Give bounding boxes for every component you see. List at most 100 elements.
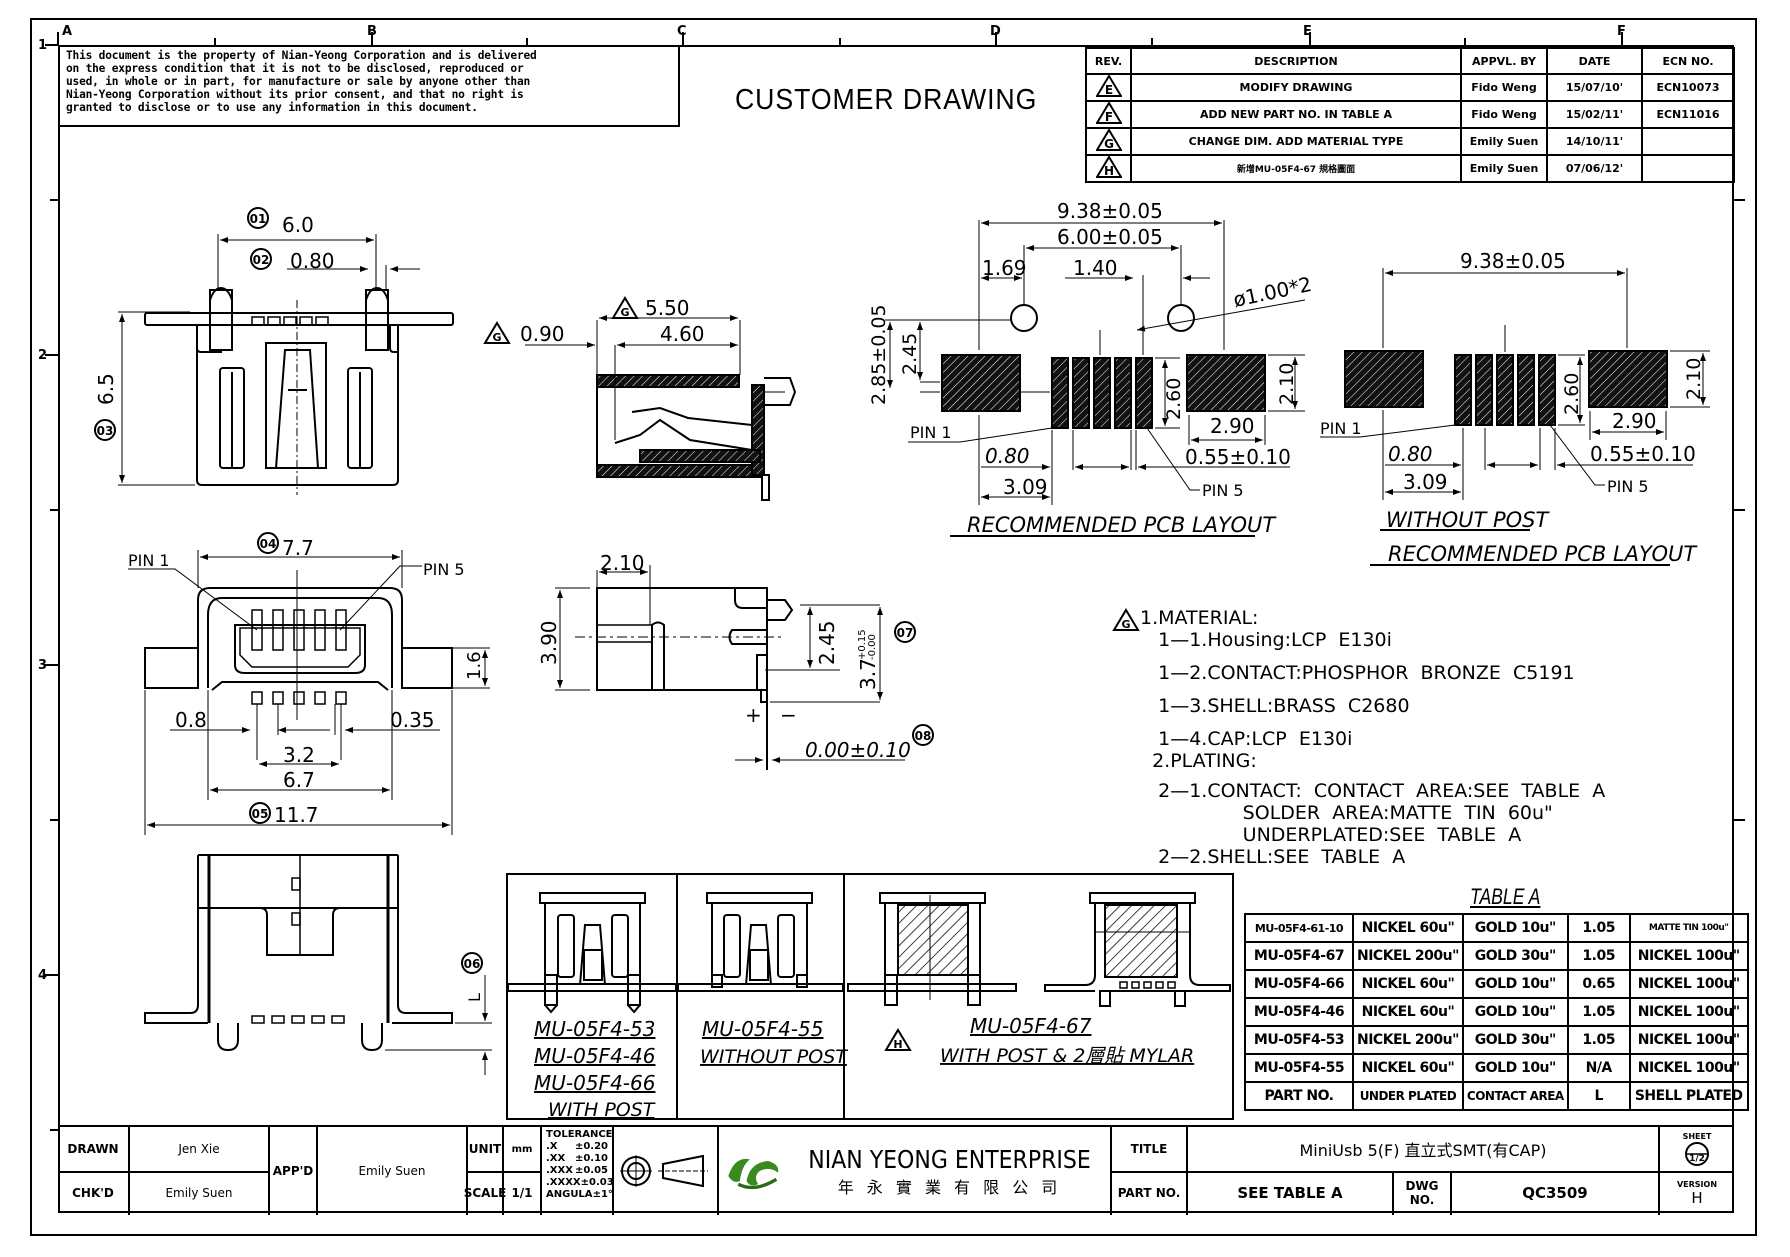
side-view-labels: 2.10 3.90 2.45 3.7 +0.15 -0.00 07 + − 0.… xyxy=(537,551,934,762)
dim-3-2: 3.2 xyxy=(283,743,315,767)
note-line: SOLDER AREA:MATTE TIN 60u" xyxy=(1140,802,1553,824)
tol-key: ANGULA xyxy=(546,1189,593,1200)
disclaimer-notice: This document is the property of Nian-Ye… xyxy=(60,47,680,127)
sheet-cell: SHEET 1/2 xyxy=(1660,1127,1734,1171)
pcb-pin-pad xyxy=(1114,357,1132,429)
balloon-07-text: 07 xyxy=(897,626,914,640)
dim-9-38: 9.38±0.05 xyxy=(1057,199,1163,223)
revision-row: H 新增MU-05F4-67 規格圖面 Emily Suen 07/06/12' xyxy=(1085,154,1735,183)
dim-3-09: 3.09 xyxy=(1003,475,1048,499)
tol-key: .XX xyxy=(546,1153,566,1164)
revision-date: 15/07/10' xyxy=(1546,73,1643,102)
dim-2-45: 2.45 xyxy=(815,620,839,665)
balloon-01 xyxy=(247,207,269,229)
note-line: 2.PLATING: xyxy=(1140,750,1257,772)
company-name-zh: 年 永 實 業 有 限 公 司 xyxy=(837,1177,1062,1197)
revision-approver: Emily Suen xyxy=(1460,154,1548,183)
variants-labels: MU-05F4-53 MU-05F4-46 MU-05F4-66 WITH PO… xyxy=(534,1014,1194,1121)
pcb-pin-pad xyxy=(1517,354,1535,426)
dwg-no-label: DWG NO. xyxy=(1394,1171,1452,1215)
dim-3-7: 3.7 xyxy=(856,658,880,690)
grid-row-1: 1 xyxy=(38,38,48,53)
pcb-pad-right xyxy=(1588,350,1668,408)
table-a-cell: NICKEL 60u" xyxy=(1352,913,1464,943)
balloon-04-text: 04 xyxy=(260,537,277,551)
dim-11-7: 11.7 xyxy=(274,803,319,827)
dim-1-69: 1.69 xyxy=(982,256,1027,280)
drawn-by: Jen Xie xyxy=(130,1127,270,1171)
revision-header-row: REV. DESCRIPTION APPVL. BY DATE ECN NO. xyxy=(1085,47,1735,75)
pin-5-label: PIN 5 xyxy=(1202,481,1244,500)
title-block: DRAWN CHK'D Jen Xie Emily Suen APP'D Emi… xyxy=(58,1125,1734,1215)
variant-part-no: MU-05F4-53 xyxy=(534,1017,655,1041)
table-a-cell: NICKEL 200u" xyxy=(1352,1025,1464,1055)
bottom-view xyxy=(144,854,492,1075)
dim-L: L xyxy=(465,993,484,1002)
dim-0-8: 0.8 xyxy=(175,708,207,732)
table-a-cell: NICKEL 60u" xyxy=(1352,1053,1464,1083)
top-view xyxy=(118,234,454,495)
note-line: 1—3.SHELL:BRASS C2680 xyxy=(1140,695,1410,717)
dim-0-80: 0.80 xyxy=(985,444,1030,468)
table-a-cell: MU-05F4-53 xyxy=(1244,1025,1354,1055)
plus-sign: + xyxy=(745,703,762,727)
balloon-03 xyxy=(94,419,116,441)
balloon-04 xyxy=(257,532,279,554)
tol-lower: -0.00 xyxy=(867,634,878,660)
table-a-cell: 1.05 xyxy=(1566,941,1631,971)
note-line: 1.MATERIAL: xyxy=(1140,607,1259,629)
tol-key: .XXX xyxy=(546,1165,573,1176)
top-view-labels: 01 6.0 02 0.80 6.5 03 xyxy=(94,207,335,441)
grid-col-a: A xyxy=(62,24,73,39)
note-line: 1—1.Housing:LCP E130i xyxy=(1140,629,1392,651)
version-label: VERSION xyxy=(1676,1179,1718,1189)
rev-mark-text: G xyxy=(1121,618,1130,631)
checked-by: Emily Suen xyxy=(130,1171,270,1215)
tol-key: .X xyxy=(546,1141,558,1152)
table-a-cell: GOLD 30u" xyxy=(1461,1025,1569,1055)
rev-header: REV. xyxy=(1085,47,1132,75)
dim-0-80: 0.80 xyxy=(1388,442,1433,466)
drawing-title: CUSTOMER DRAWING xyxy=(735,84,1038,116)
balloon-08-text: 08 xyxy=(915,729,932,743)
dim-0-55: 0.55±0.10 xyxy=(1185,445,1291,469)
table-a-cell: NICKEL 200u" xyxy=(1352,941,1464,971)
revision-approver: Fido Weng xyxy=(1460,100,1548,129)
table-a-cell: GOLD 10u" xyxy=(1461,969,1569,999)
tol-value: ±0.10 xyxy=(574,1153,608,1164)
dim-1-40: 1.40 xyxy=(1073,256,1118,280)
rev-mark-text: H xyxy=(893,1038,902,1051)
grid-col-c: C xyxy=(677,24,687,39)
rev-triangle-icon: F xyxy=(1085,100,1132,129)
disclaimer-line: granted to disclose or to use any inform… xyxy=(66,101,478,114)
tolerance-block: TOLERANCE .X±0.20 .XX±0.10 .XXX±0.05 .XX… xyxy=(542,1127,614,1215)
pin-1-label: PIN 1 xyxy=(1320,419,1362,438)
pcb-pad-left xyxy=(941,354,1021,412)
dim-3-90: 3.90 xyxy=(537,620,561,665)
table-a-cell: 1.05 xyxy=(1566,913,1631,943)
dim-3-09: 3.09 xyxy=(1403,470,1448,494)
scale-value: 1/1 xyxy=(504,1171,542,1215)
grid-col-b: B xyxy=(367,24,377,39)
dim-2-10: 2.10 xyxy=(1276,363,1298,405)
variant-part-no: MU-05F4-46 xyxy=(534,1044,655,1068)
note-line: 1—4.CAP:LCP E130i xyxy=(1140,728,1353,750)
inner-border xyxy=(58,45,1734,1213)
bottom-view-labels: 06 L xyxy=(461,952,484,1002)
rev-mark-text: G xyxy=(620,306,629,319)
rev-triangle-icon: H xyxy=(1085,154,1132,183)
tol-value: ±0.05 xyxy=(574,1165,608,1176)
drawing-title-value: MiniUsb 5(F) 直立式SMT(有CAP) xyxy=(1188,1127,1660,1171)
revision-description: 新增MU-05F4-67 規格圖面 xyxy=(1130,154,1462,183)
pcb-pin-pad xyxy=(1135,357,1153,429)
table-a-cell: MATTE TIN 100u" xyxy=(1628,913,1749,943)
note-line: 1—2.CONTACT:PHOSPHOR BRONZE C5191 xyxy=(1140,662,1575,684)
table-a-cell: NICKEL 100u" xyxy=(1628,997,1749,1027)
company-logo-icon xyxy=(728,1158,779,1190)
tol-value: ±0.03 xyxy=(580,1177,614,1188)
revision-approver: Emily Suen xyxy=(1460,127,1548,156)
version-value: H xyxy=(1691,1188,1703,1207)
title-label: TITLE xyxy=(1112,1127,1188,1171)
